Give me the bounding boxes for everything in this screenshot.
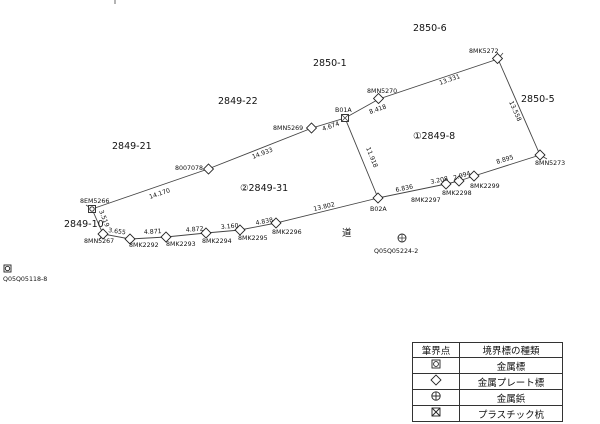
distance-label: 14.170 xyxy=(148,187,171,201)
legend-label: 金属標 xyxy=(459,357,563,374)
road-label: 道 xyxy=(342,227,352,239)
point-label: B02A xyxy=(370,206,387,213)
legend-header-symbol: 筆界点 xyxy=(412,342,460,358)
distance-label: 4.871 xyxy=(144,228,162,236)
legend-row: プラスチック杭 xyxy=(412,405,563,422)
boundary-north xyxy=(91,58,499,210)
point-label: 8EM5266 xyxy=(80,198,109,205)
legend-label: 金属プレート標 xyxy=(459,373,563,390)
point-label: 8MK2299 xyxy=(470,183,500,190)
metal-plate-marker-icon xyxy=(202,163,215,175)
distance-label: 3.160 xyxy=(221,222,239,231)
metal-plate-marker-icon xyxy=(372,192,384,204)
boundary-lines xyxy=(85,0,548,241)
distance-label: 3.208 xyxy=(430,175,449,186)
legend-header-type: 境界標の種類 xyxy=(459,342,563,358)
metal-plate-marker-icon xyxy=(234,224,246,236)
legend-label: 金属鋲 xyxy=(459,389,563,406)
parcel-label: ②2849-31 xyxy=(240,183,288,194)
distance-label: 11.918 xyxy=(364,146,379,169)
parcel-label: 2850-1 xyxy=(313,58,347,69)
metal-plate-marker-icon xyxy=(430,374,442,386)
metal-plate-marker-icon xyxy=(124,233,136,245)
metal-pin-icon xyxy=(431,391,441,401)
legend-label: プラスチック杭 xyxy=(459,405,563,422)
distance-label: 4.872 xyxy=(186,225,204,234)
distance-label: 4.838 xyxy=(255,217,274,227)
distance-label: 8.418 xyxy=(368,103,387,115)
point-label: 8MN5270 xyxy=(367,88,397,95)
point-label: 8MK5272 xyxy=(469,48,499,55)
point-label: 8MK2293 xyxy=(166,241,196,248)
plastic-stake-icon xyxy=(431,407,441,417)
points xyxy=(3,52,546,273)
point-label: 8007078 xyxy=(175,165,203,172)
metal-plate-marker-icon xyxy=(305,122,318,134)
boundary-divider xyxy=(344,117,379,199)
point-label: 8MK2296 xyxy=(272,229,302,236)
legend-header: 筆界点 境界標の種類 xyxy=(412,342,563,358)
metal-plate-marker-icon xyxy=(491,52,504,65)
boundary-east xyxy=(497,58,541,156)
metal-marker-icon xyxy=(88,205,96,213)
parcel-label: 2849-22 xyxy=(218,96,258,107)
distance-label: 13.802 xyxy=(313,201,336,213)
point-label: B01A xyxy=(335,107,352,114)
metal-plate-marker-icon xyxy=(160,231,172,243)
distance-label: 8.895 xyxy=(496,154,515,166)
point-label: 8MK2298 xyxy=(442,190,472,197)
plastic-stake-icon xyxy=(341,114,349,122)
point-label: 8MK2297 xyxy=(411,197,441,204)
parcel-label: ①2849-8 xyxy=(413,131,455,142)
metal-plate-marker-icon xyxy=(372,92,385,105)
point-label: 8MK2292 xyxy=(129,242,159,249)
distance-label: 3.655 xyxy=(108,227,127,236)
distance-label: 14.933 xyxy=(251,147,274,161)
point-label: 8MN5273 xyxy=(535,160,565,167)
metal-plate-marker-icon xyxy=(270,217,282,229)
point-label: 8MK2295 xyxy=(238,235,268,242)
legend-table: 筆界点 境界標の種類 金属標 金属プレート標 金属鋲 xyxy=(412,342,563,422)
metal-plate-marker-icon xyxy=(97,228,109,240)
boundary-south xyxy=(91,197,379,240)
distance-label: 4.674 xyxy=(321,120,340,132)
parcel-label: 2849-10 xyxy=(64,219,104,230)
point-label: Q05Q05224-2 xyxy=(374,248,418,255)
parcel-label: 2850-6 xyxy=(413,23,447,34)
distance-labels: 13.331 8.418 4.674 14.933 14.170 13.558 … xyxy=(97,73,522,236)
point-label: 8MN5267 xyxy=(84,238,114,245)
distance-label: 6.836 xyxy=(395,183,414,194)
point-label: 8MN5269 xyxy=(273,125,303,132)
metal-plate-marker-icon xyxy=(440,178,452,190)
legend-row: 金属プレート標 xyxy=(412,373,563,390)
metal-marker-icon xyxy=(431,359,441,369)
legend-row: 金属標 xyxy=(412,357,563,374)
metal-plate-marker-icon xyxy=(200,227,212,239)
distance-label: 2.994 xyxy=(453,170,472,182)
point-label: 8MK2294 xyxy=(202,238,232,245)
metal-plate-marker-icon xyxy=(534,149,546,161)
metal-plate-marker-icon xyxy=(468,170,480,182)
metal-plate-marker-icon xyxy=(453,175,465,187)
parcel-labels: 2850-6 2850-1 2849-22 2850-5 ①2849-8 284… xyxy=(64,23,555,239)
point-label: Q05Q05118-8 xyxy=(3,276,47,283)
parcel-label: 2849-21 xyxy=(112,141,152,152)
metal-pin-icon xyxy=(397,233,407,243)
metal-marker-icon xyxy=(3,264,12,273)
legend-row: 金属鋲 xyxy=(412,389,563,406)
point-labels: 8MK5272 8MN5270 B01A 8MN5269 8007078 8MN… xyxy=(3,48,565,283)
parcel-label: 2850-5 xyxy=(521,94,555,105)
